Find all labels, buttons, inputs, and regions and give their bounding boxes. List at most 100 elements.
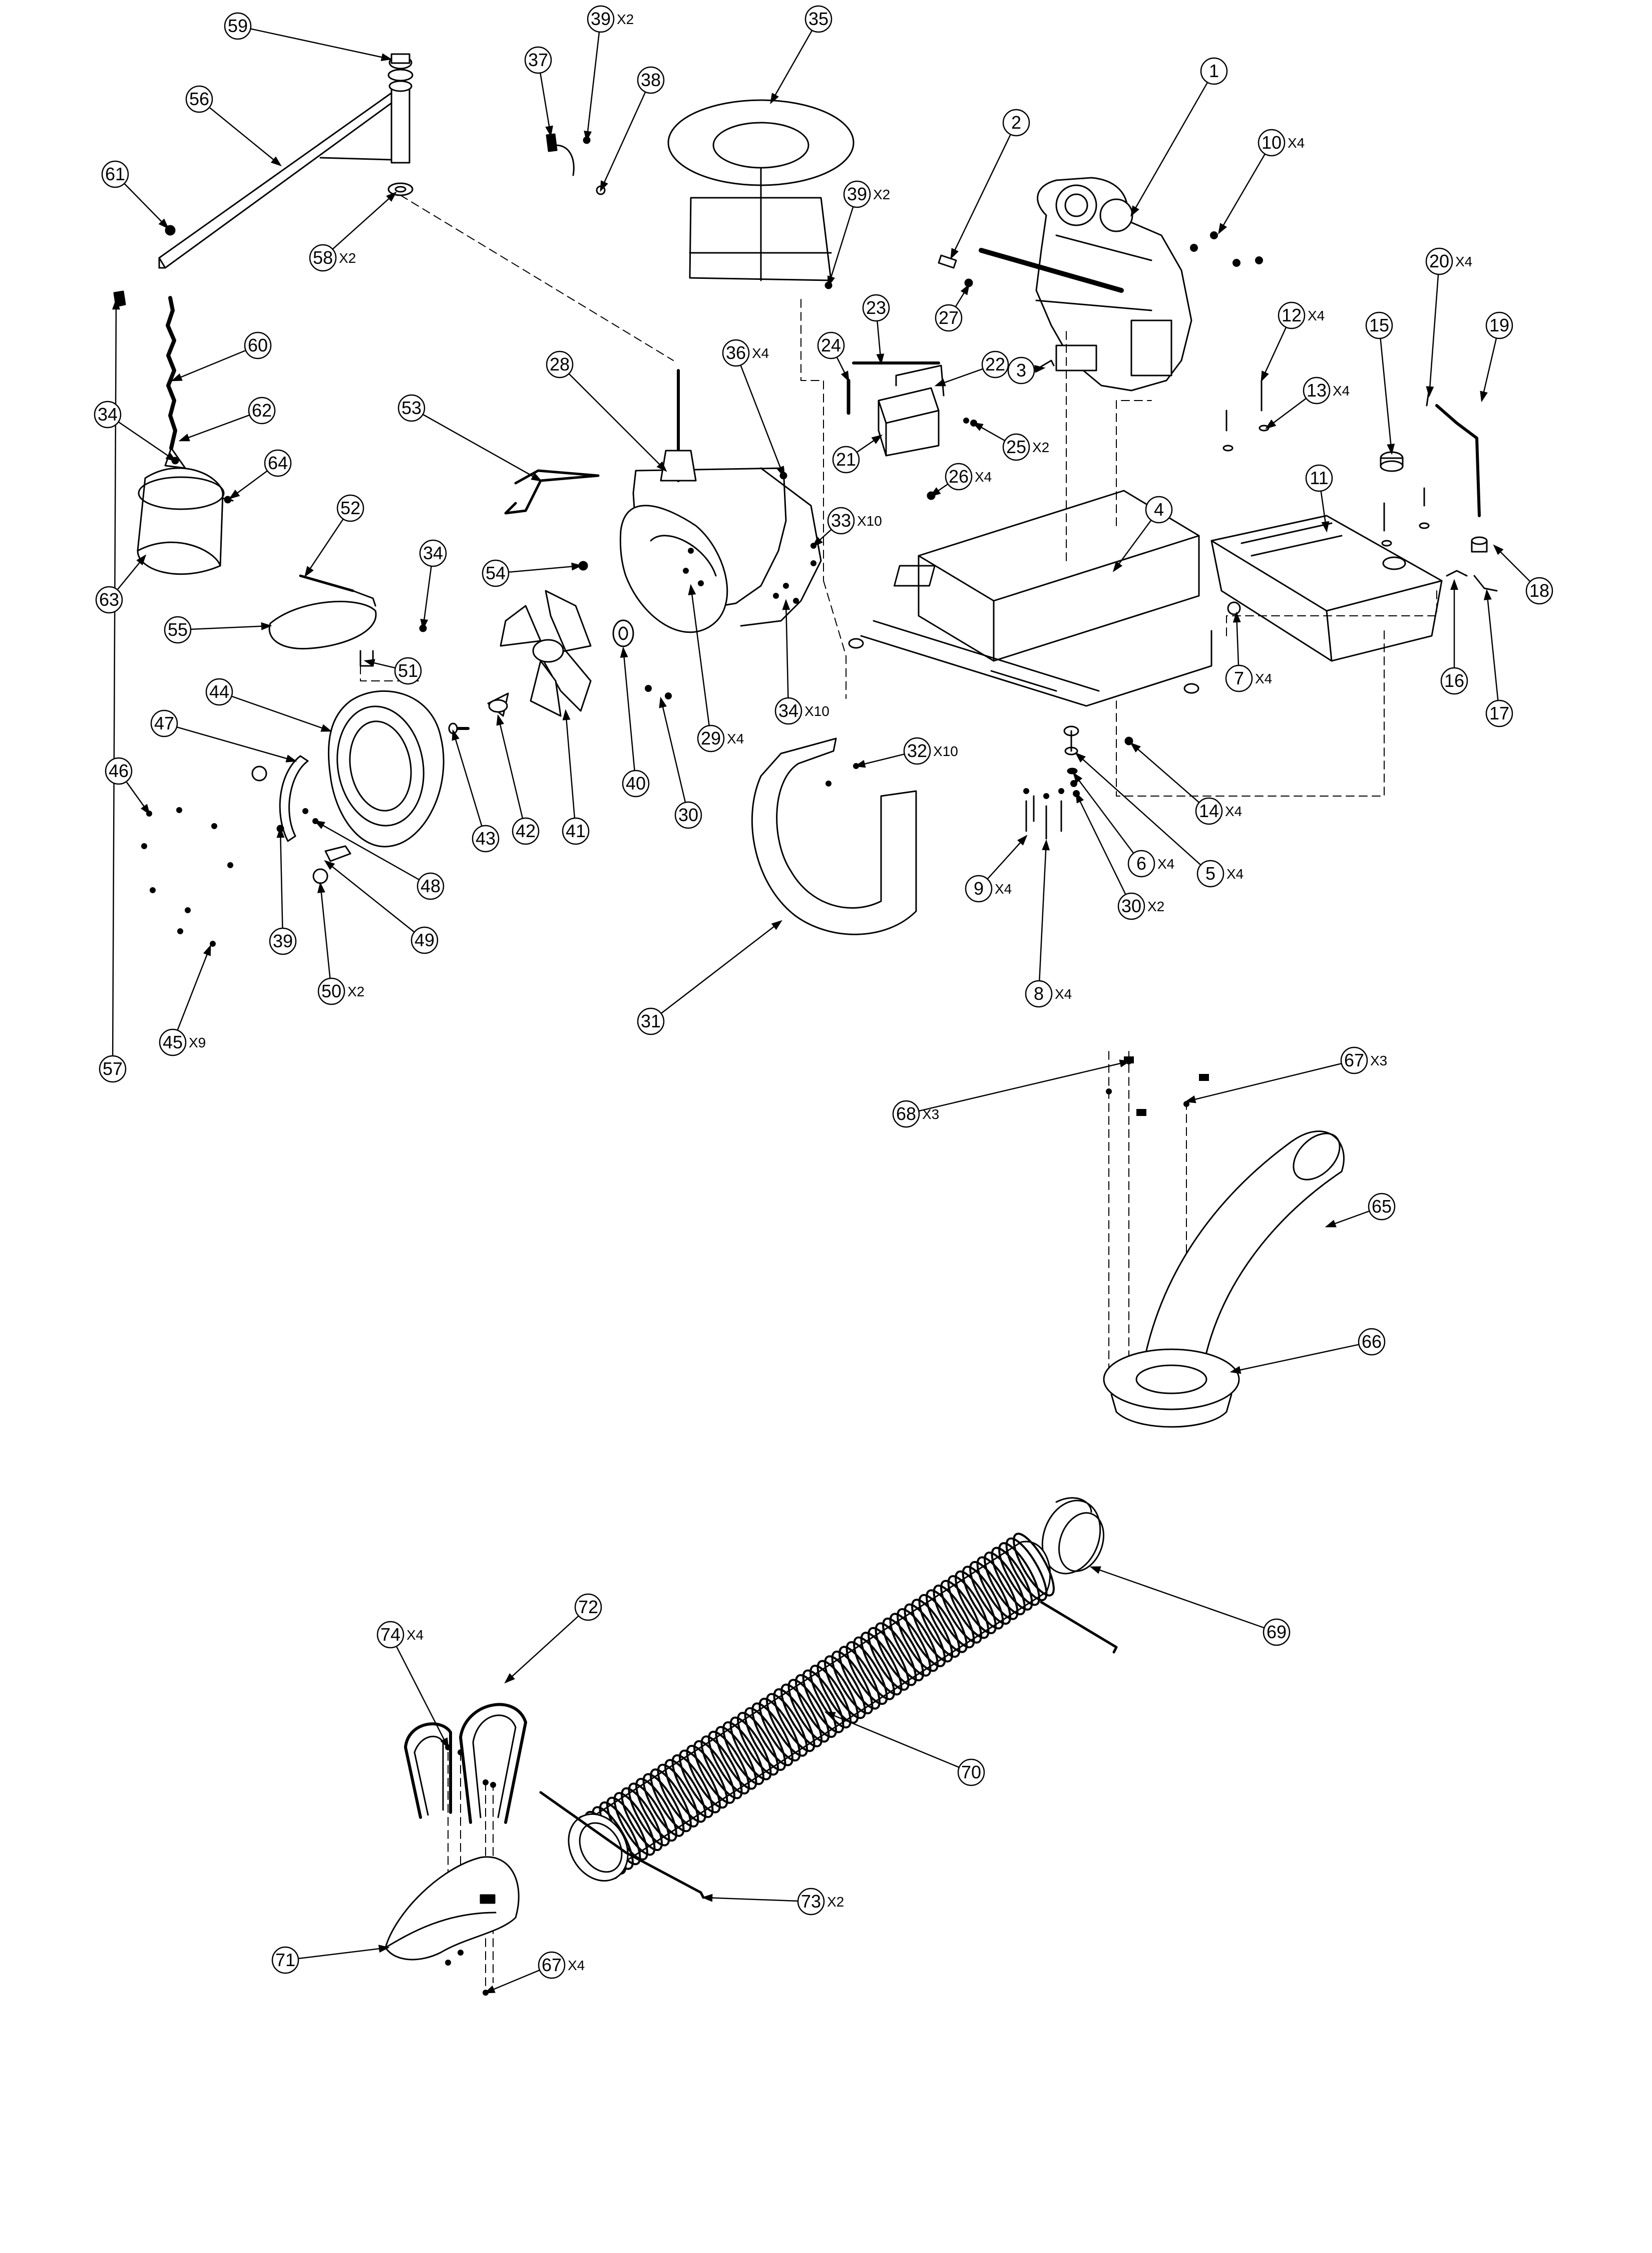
part-6-washer: [1067, 768, 1078, 775]
callout-leader-14: [1131, 743, 1200, 803]
part-28-blower-housing: [619, 369, 822, 633]
callout-bubble-34: [774, 697, 802, 725]
hose-rib: [940, 1580, 982, 1644]
callout-bubble-23: [862, 294, 890, 322]
callout-leader-42: [497, 715, 524, 819]
callout-leader-9: [987, 836, 1027, 880]
part-41-fan: [500, 590, 592, 717]
callout-leader-4: [1113, 520, 1152, 571]
part-2-fitting: [938, 254, 957, 269]
callout-quantity-32: X10: [933, 743, 958, 759]
callout-leader-45: [177, 946, 211, 1031]
callout-number-57: 57: [103, 1058, 123, 1079]
callout-bubble-12: [1278, 301, 1306, 329]
callout-number-16: 16: [1444, 670, 1464, 691]
callout-leader-54: [508, 565, 581, 573]
callout-quantity-9: X4: [995, 881, 1012, 897]
callout-leader-49: [325, 861, 415, 933]
part-29-studs: [683, 548, 704, 586]
part-32-bolts: [825, 763, 859, 787]
callout-quantity-29: X4: [727, 731, 744, 746]
callout-number-34: 34: [423, 543, 443, 563]
hose-rib: [708, 1730, 750, 1795]
callout-number-64: 64: [268, 453, 288, 473]
callout-bubble-67: [1340, 1046, 1368, 1074]
callout-arrowhead-53: [531, 473, 543, 482]
callout-leader-8: [1039, 841, 1047, 981]
callout-number-44: 44: [209, 681, 229, 702]
callout-bubble-71: [271, 1946, 299, 1974]
hose-rib: [926, 1589, 968, 1653]
callout-number-51: 51: [398, 660, 418, 681]
callout-leader-72: [505, 1615, 579, 1683]
callout-leader-34: [785, 600, 789, 698]
callout-arrowhead-55: [261, 622, 272, 630]
callout-leader-30: [1075, 793, 1126, 895]
callout-arrowhead-23: [876, 353, 885, 365]
callout-bubble-24: [817, 331, 845, 359]
hose-rib: [947, 1575, 990, 1639]
assembly-leader-lines: [360, 195, 1437, 1993]
callout-arrowhead-5: [1075, 752, 1086, 763]
callout-arrowhead-54: [571, 562, 583, 571]
callout-number-69: 69: [1267, 1622, 1287, 1642]
callout-arrowhead-64: [229, 489, 240, 500]
part-21-battery: [878, 387, 940, 457]
callout-leaders: [112, 28, 1531, 1994]
hose-rib: [671, 1754, 714, 1818]
callout-quantity-7: X4: [1255, 671, 1272, 686]
callout-bubble-3: [1007, 356, 1035, 385]
part-17-bracket: [1473, 575, 1498, 592]
part-56-boom-arm: [158, 87, 410, 269]
hose-rib: [787, 1679, 830, 1743]
callout-arrowhead-58: [386, 191, 397, 202]
callout-bubble-73: [797, 1888, 825, 1916]
part-51-hinge: [359, 650, 374, 667]
callout-quantity-12: X4: [1308, 308, 1325, 323]
callout-bubble-2: [1002, 109, 1030, 137]
hose-rib: [809, 1665, 852, 1729]
callout-bubble-9: [965, 875, 993, 903]
callout-bubble-65: [1368, 1193, 1396, 1221]
hose-rib: [831, 1650, 874, 1715]
hose-rib: [868, 1627, 910, 1691]
callout-number-26: 26: [949, 466, 969, 487]
callout-number-33: 33: [831, 510, 851, 531]
callout-number-74: 74: [380, 1624, 400, 1645]
callout-arrowhead-50: [317, 882, 325, 893]
callout-number-12: 12: [1282, 305, 1302, 325]
callout-bubble-58: [309, 244, 337, 272]
callout-number-18: 18: [1529, 580, 1549, 601]
callout-leader-20: [1428, 274, 1439, 396]
hose-rib: [846, 1641, 888, 1705]
callout-arrowhead-12: [1261, 370, 1269, 383]
callout-bubble-52: [336, 494, 364, 522]
callout-quantity-26: X4: [975, 469, 992, 485]
callout-number-34: 34: [98, 404, 118, 425]
callout-arrowhead-34: [420, 618, 429, 630]
hose-rib: [780, 1683, 822, 1747]
callout-arrowhead-30: [1075, 792, 1084, 804]
callout-arrowhead-1: [1130, 205, 1139, 217]
callout-bubble-30: [1117, 892, 1145, 920]
callout-leader-37: [540, 73, 552, 136]
callout-number-14: 14: [1199, 801, 1219, 821]
hose-rib: [751, 1702, 793, 1766]
callout-number-41: 41: [566, 821, 586, 841]
callout-quantity-58: X2: [339, 250, 356, 266]
callout-leader-69: [1091, 1566, 1265, 1629]
callout-arrowhead-9: [1017, 835, 1028, 846]
part-66-flange: [1103, 1348, 1240, 1428]
callout-arrowhead-71: [378, 1945, 390, 1953]
part-19-fuel-line: [1435, 404, 1481, 517]
callout-leader-1: [1130, 82, 1208, 216]
callout-arrowhead-20: [1426, 386, 1434, 398]
part-71-nozzle: [384, 1856, 520, 1961]
part-70-flex-hose: [568, 1533, 1055, 1882]
callout-quantity-30: X2: [1147, 899, 1164, 914]
callout-bubble-13: [1303, 377, 1331, 405]
callout-number-47: 47: [154, 713, 174, 733]
callout-number-61: 61: [105, 164, 125, 184]
callout-number-11: 11: [1310, 468, 1328, 488]
